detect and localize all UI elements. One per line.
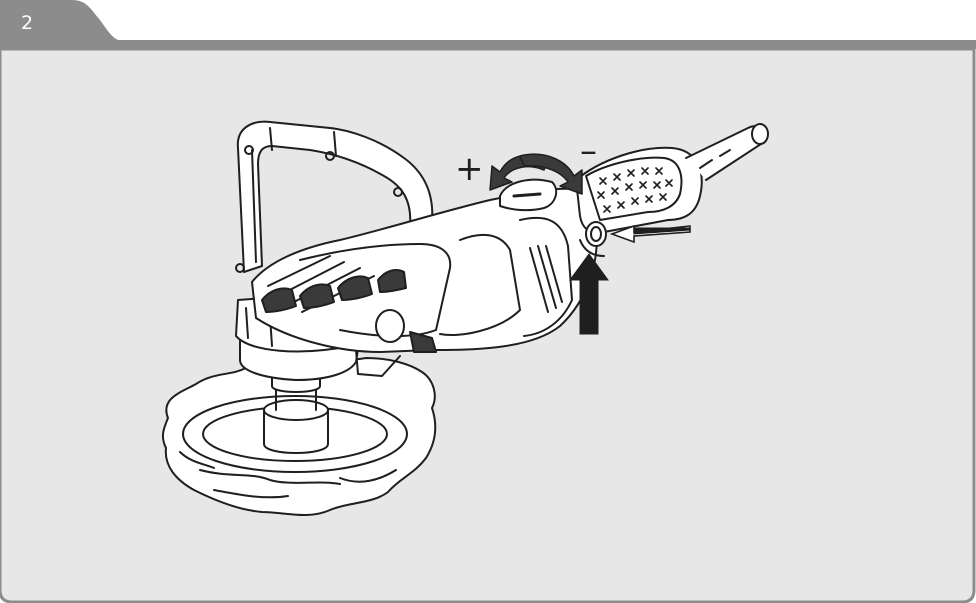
press-switch-arrow — [569, 253, 609, 335]
lock-button — [579, 221, 607, 257]
front-cover-ribs — [261, 269, 407, 313]
minus-symbol: – — [580, 131, 597, 171]
step-number: 2 — [21, 12, 34, 34]
plus-symbol: + — [455, 149, 484, 189]
power-cable — [685, 123, 769, 181]
handle-clamp-knob — [375, 309, 437, 353]
tab-rule — [0, 40, 976, 49]
speed-dial — [499, 178, 558, 212]
decrease-arrow — [519, 153, 583, 195]
motor-body — [251, 187, 598, 353]
spindle-hub — [263, 371, 329, 454]
rotation-arrows — [489, 153, 583, 195]
press-arrows — [569, 224, 691, 335]
step-tab — [0, 0, 118, 40]
